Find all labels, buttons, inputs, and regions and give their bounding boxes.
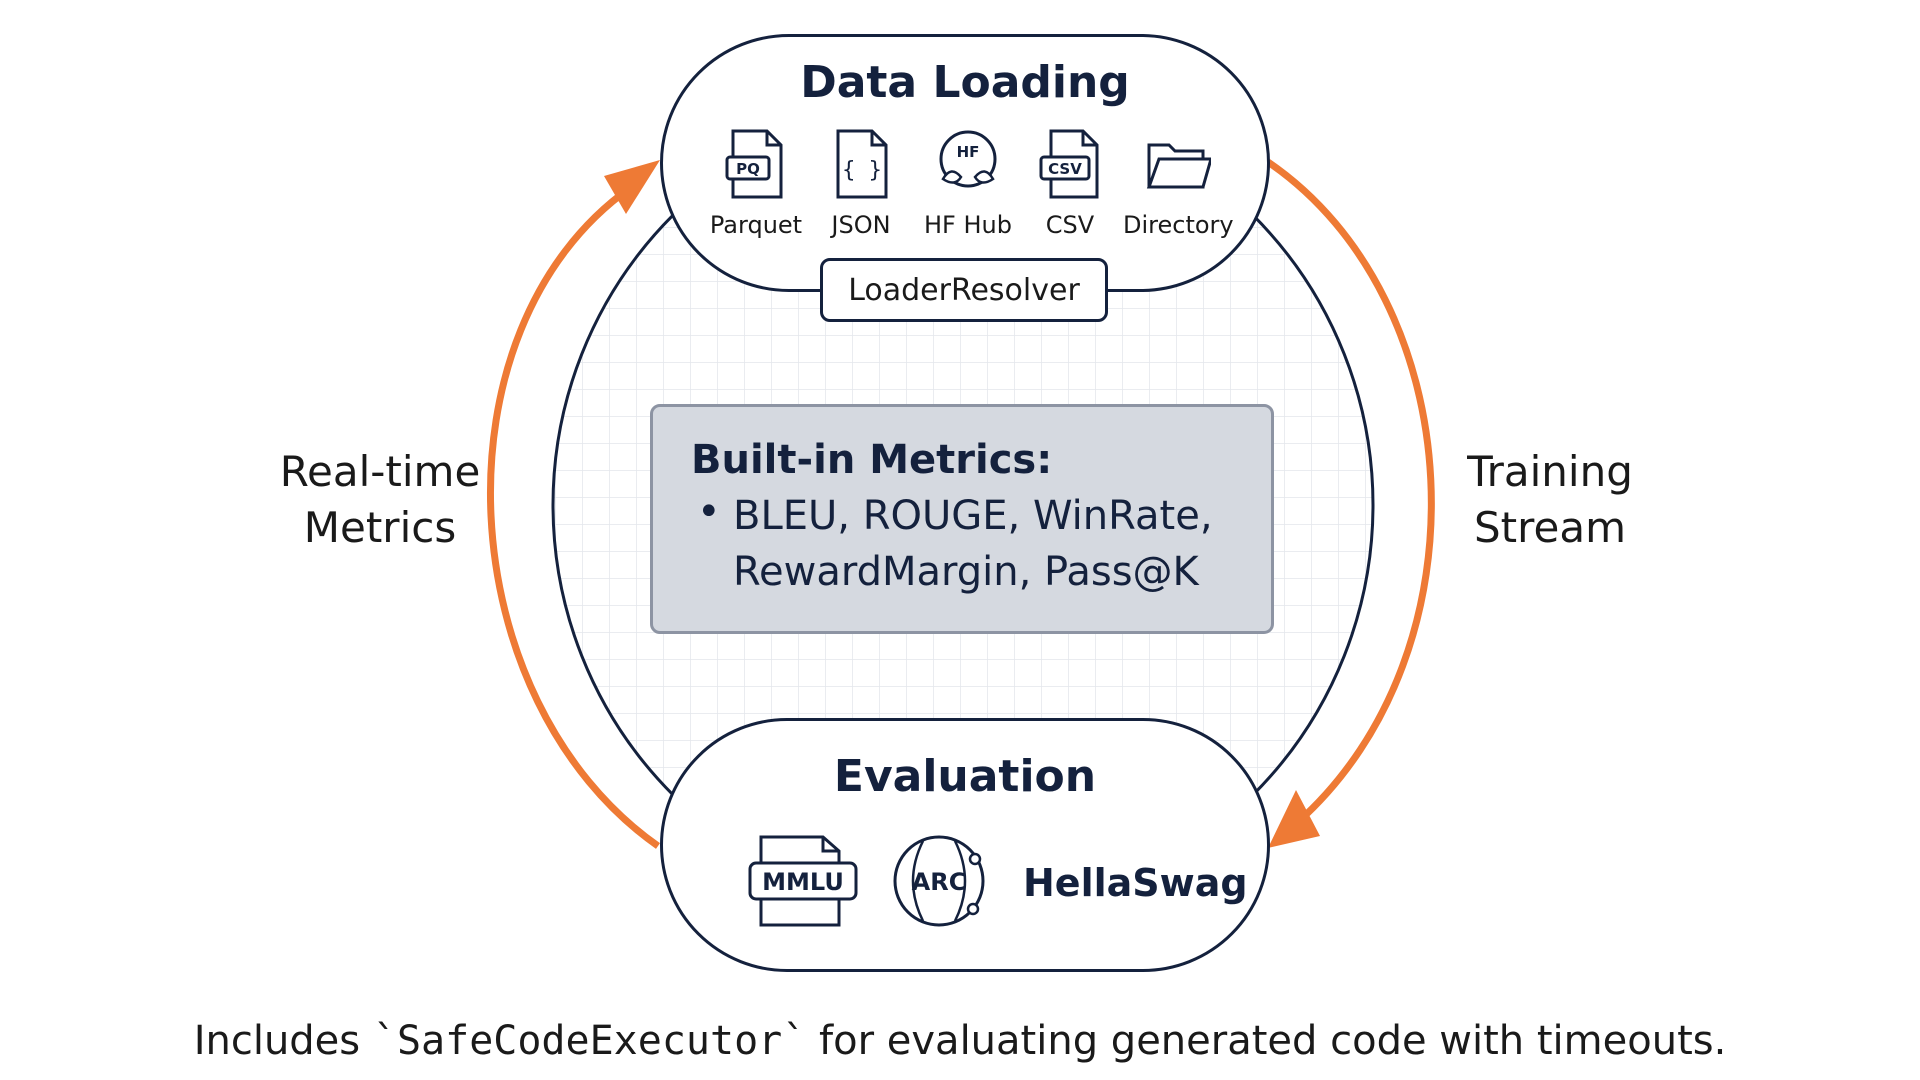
svg-text:{ }: { }	[842, 158, 882, 183]
metrics-list-line-2: RewardMargin, Pass@K	[733, 549, 1199, 595]
footer-suffix: for evaluating generated code with timeo…	[806, 1018, 1727, 1064]
source-label: JSON	[831, 211, 891, 239]
svg-text:PQ: PQ	[736, 160, 760, 178]
real-time-metrics-arrow	[486, 185, 661, 849]
metrics-bullet: •	[697, 489, 721, 535]
training-stream-label: Training Stream	[1467, 447, 1633, 552]
hellaswag-label[interactable]: HellaSwag	[1023, 861, 1248, 905]
folder-icon	[1146, 143, 1211, 189]
source-label: Directory	[1123, 211, 1234, 239]
footer-code: `SafeCodeExecutor`	[372, 1018, 807, 1064]
metrics-list-line-1: BLEU, ROUGE, WinRate,	[733, 493, 1213, 539]
source-label: HF Hub	[924, 211, 1012, 239]
data-loading-title: Data Loading	[800, 57, 1130, 108]
svg-text:MMLU: MMLU	[762, 868, 844, 896]
source-label: CSV	[1045, 211, 1095, 239]
real-time-metrics-arrowhead	[604, 160, 660, 214]
svg-text:ARC: ARC	[912, 868, 967, 896]
csv-file-icon: CSV	[1039, 129, 1099, 199]
arc-globe-icon[interactable]: ARC	[889, 833, 993, 929]
hugging-face-hub-icon: HF	[939, 130, 997, 188]
built-in-metrics-box: Built-in Metrics: • BLEU, ROUGE, WinRate…	[650, 404, 1274, 634]
data-loading-node: Data Loading PQ Parquet { } JSON HF HF H…	[660, 34, 1270, 292]
footer-prefix: Includes	[193, 1018, 373, 1064]
svg-text:HF: HF	[957, 143, 980, 161]
evaluation-node: Evaluation MMLU ARC HellaSwag	[660, 718, 1270, 972]
mmlu-document-icon[interactable]: MMLU	[747, 833, 859, 929]
real-time-metrics-label: Real-time Metrics	[279, 447, 481, 552]
metrics-title: Built-in Metrics:	[691, 437, 1053, 483]
svg-text:CSV: CSV	[1048, 160, 1082, 178]
training-stream-arrowhead	[1268, 790, 1320, 848]
source-label: Parquet	[709, 211, 803, 239]
parquet-file-icon: PQ	[725, 129, 783, 199]
loader-resolver-box: LoaderResolver	[820, 258, 1108, 322]
evaluation-title: Evaluation	[833, 751, 1097, 802]
footer-caption: Includes `SafeCodeExecutor` for evaluati…	[0, 1018, 1920, 1064]
json-file-icon: { }	[836, 129, 888, 199]
training-stream-arrow	[1266, 159, 1435, 825]
